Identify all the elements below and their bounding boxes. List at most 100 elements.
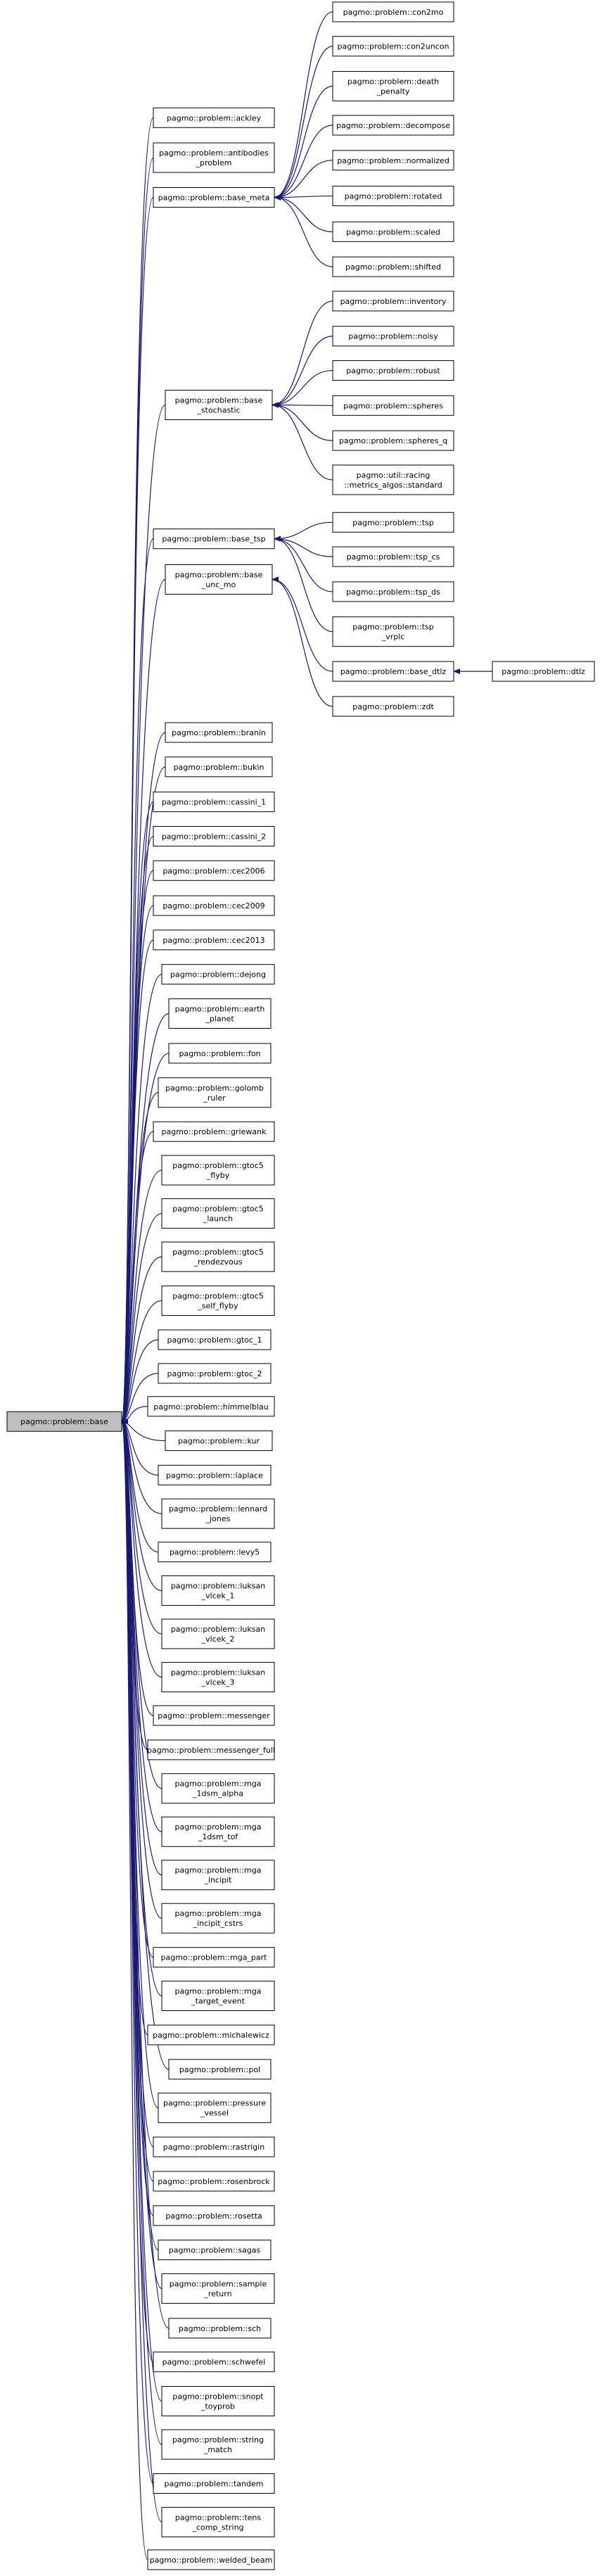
class-node-luksan_vlcek_1[interactable]: pagmo::problem::luksan_vlcek_1: [161, 1575, 275, 1606]
class-node-sch[interactable]: pagmo::problem::sch: [168, 2318, 272, 2339]
class-node-cec2013[interactable]: pagmo::problem::cec2013: [153, 929, 275, 951]
inheritance-edge-ackley-to-base: [121, 117, 154, 1424]
class-node-base_unc_mo[interactable]: pagmo::problem::base_unc_mo: [165, 564, 273, 595]
class-node-cec2006[interactable]: pagmo::problem::cec2006: [153, 860, 275, 881]
class-node-luksan_vlcek_3[interactable]: pagmo::problem::luksan_vlcek_3: [161, 1662, 275, 1693]
class-node-label: pagmo::problem::golomb: [165, 1084, 264, 1093]
class-node-laplace[interactable]: pagmo::problem::laplace: [158, 1464, 272, 1485]
class-node-welded_beam[interactable]: pagmo::problem::welded_beam: [147, 2549, 275, 2570]
class-node-tsp[interactable]: pagmo::problem::tsp: [332, 512, 454, 533]
class-node-himmelblau[interactable]: pagmo::problem::himmelblau: [147, 1396, 275, 1417]
class-node-label: pagmo::problem::earth: [175, 1004, 265, 1013]
class-node-pol[interactable]: pagmo::problem::pol: [168, 2059, 272, 2080]
class-node-label: pagmo::problem::inventory: [340, 297, 447, 306]
class-node-tsp_cs[interactable]: pagmo::problem::tsp_cs: [332, 546, 454, 567]
class-node-label: pagmo::problem::tens: [175, 2513, 262, 2522]
class-node-ackley[interactable]: pagmo::problem::ackley: [153, 107, 275, 128]
class-node-base[interactable]: pagmo::problem::base: [6, 1411, 122, 1432]
class-node-rastrigin[interactable]: pagmo::problem::rastrigin: [153, 2136, 275, 2157]
class-node-golomb_ruler[interactable]: pagmo::problem::golomb_ruler: [158, 1077, 272, 1108]
class-node-sample_return[interactable]: pagmo::problem::sample_return: [161, 2273, 275, 2304]
class-node-tandem[interactable]: pagmo::problem::tandem: [153, 2473, 275, 2494]
class-node-normalized[interactable]: pagmo::problem::normalized: [332, 150, 454, 171]
class-node-label: pagmo::problem::gtoc_2: [167, 1369, 262, 1378]
class-node-lennard_jones[interactable]: pagmo::problem::lennard_jones: [161, 1498, 275, 1529]
class-node-label: pagmo::problem::himmelblau: [153, 1402, 269, 1411]
class-node-griewank[interactable]: pagmo::problem::griewank: [153, 1121, 275, 1142]
class-node-death_penalty[interactable]: pagmo::problem::death_penalty: [332, 71, 454, 102]
inheritance-edge-lennard_jones-to-base: [121, 1419, 162, 1514]
class-node-tsp_ds[interactable]: pagmo::problem::tsp_ds: [332, 581, 454, 602]
class-node-gtoc5_rendezvous[interactable]: pagmo::problem::gtoc5_rendezvous: [161, 1241, 275, 1272]
class-node-gtoc5_self_flyby[interactable]: pagmo::problem::gtoc5_self_flyby: [161, 1286, 275, 1316]
class-node-inventory[interactable]: pagmo::problem::inventory: [332, 291, 454, 312]
class-node-robust[interactable]: pagmo::problem::robust: [332, 360, 454, 381]
class-node-racing[interactable]: pagmo::util::racing::metrics_algos::stan…: [332, 464, 454, 495]
class-node-rosetta[interactable]: pagmo::problem::rosetta: [153, 2205, 275, 2226]
class-node-levy5[interactable]: pagmo::problem::levy5: [158, 1542, 272, 1563]
class-node-box: [492, 661, 595, 682]
class-node-label: _self_flyby: [197, 1302, 238, 1311]
class-node-dejong[interactable]: pagmo::problem::dejong: [161, 964, 275, 985]
class-node-tsp_vrplc[interactable]: pagmo::problem::tsp_vrplc: [332, 616, 454, 647]
class-node-spheres_q[interactable]: pagmo::problem::spheres_q: [332, 430, 454, 451]
class-node-gtoc5_flyby[interactable]: pagmo::problem::gtoc5_flyby: [161, 1155, 275, 1186]
class-node-label: pagmo::problem::pressure: [163, 2099, 266, 2108]
class-node-base_dtlz[interactable]: pagmo::problem::base_dtlz: [332, 661, 454, 682]
inheritance-edge-gtoc5_rendezvous-to-base: [121, 1256, 162, 1425]
class-node-fon[interactable]: pagmo::problem::fon: [168, 1043, 272, 1064]
class-node-cec2009[interactable]: pagmo::problem::cec2009: [153, 895, 275, 916]
class-node-label: pagmo::problem::robust: [346, 367, 440, 376]
class-node-base_stochastic[interactable]: pagmo::problem::base_stochastic: [165, 390, 273, 421]
class-node-mga_incipit[interactable]: pagmo::problem::mga_incipit: [161, 1860, 275, 1891]
class-node-box: [153, 1705, 275, 1726]
class-node-luksan_vlcek_2[interactable]: pagmo::problem::luksan_vlcek_2: [161, 1618, 275, 1649]
class-node-label: _penalty: [376, 87, 410, 96]
class-node-snopt_toyprob[interactable]: pagmo::problem::snopt_toyprob: [161, 2386, 275, 2417]
class-node-rotated[interactable]: pagmo::problem::rotated: [332, 186, 454, 207]
class-node-mga_incipit_cstrs[interactable]: pagmo::problem::mga_incipit_cstrs: [161, 1903, 275, 1934]
class-node-pressure_vessel[interactable]: pagmo::problem::pressure_vessel: [158, 2093, 272, 2124]
class-node-dtlz[interactable]: pagmo::problem::dtlz: [492, 661, 595, 682]
class-node-mga_target_event[interactable]: pagmo::problem::mga_target_event: [161, 1981, 275, 2012]
class-node-kur[interactable]: pagmo::problem::kur: [165, 1430, 273, 1452]
class-node-antibodies[interactable]: pagmo::problem::antibodies_problem: [153, 142, 275, 173]
class-node-box: [153, 187, 275, 208]
class-node-earth_planet[interactable]: pagmo::problem::earth_planet: [168, 998, 272, 1029]
class-node-base_tsp[interactable]: pagmo::problem::base_tsp: [153, 528, 275, 550]
class-node-scaled[interactable]: pagmo::problem::scaled: [332, 221, 454, 242]
class-node-branin[interactable]: pagmo::problem::branin: [165, 722, 273, 743]
class-node-string_match[interactable]: pagmo::problem::string_match: [161, 2429, 275, 2460]
class-node-box: [332, 326, 454, 347]
class-node-shifted[interactable]: pagmo::problem::shifted: [332, 256, 454, 277]
class-node-sagas[interactable]: pagmo::problem::sagas: [158, 2240, 272, 2261]
class-node-gtoc5_launch[interactable]: pagmo::problem::gtoc5_launch: [161, 1198, 275, 1229]
class-node-label: pagmo::problem::spheres_q: [339, 436, 447, 445]
class-node-mga_1dsm_alpha[interactable]: pagmo::problem::mga_1dsm_alpha: [161, 1773, 275, 1804]
class-node-messenger_full[interactable]: pagmo::problem::messenger_full: [147, 1739, 275, 1760]
class-node-con2mo[interactable]: pagmo::problem::con2mo: [332, 1, 454, 23]
class-node-cassini_2[interactable]: pagmo::problem::cassini_2: [153, 825, 275, 846]
class-node-zdt[interactable]: pagmo::problem::zdt: [332, 696, 454, 717]
class-node-mga_part[interactable]: pagmo::problem::mga_part: [153, 1947, 275, 1968]
class-node-label: pagmo::problem::death: [347, 77, 439, 87]
class-node-noisy[interactable]: pagmo::problem::noisy: [332, 326, 454, 347]
class-node-gtoc_2[interactable]: pagmo::problem::gtoc_2: [158, 1363, 272, 1384]
class-node-gtoc_1[interactable]: pagmo::problem::gtoc_1: [158, 1329, 272, 1350]
class-node-label: pagmo::problem::mga: [175, 1822, 262, 1832]
class-node-spheres[interactable]: pagmo::problem::spheres: [332, 395, 454, 416]
class-node-decompose[interactable]: pagmo::problem::decompose: [332, 115, 454, 136]
class-node-base_meta[interactable]: pagmo::problem::base_meta: [153, 187, 275, 208]
class-node-messenger[interactable]: pagmo::problem::messenger: [153, 1705, 275, 1726]
class-node-schwefel[interactable]: pagmo::problem::schwefel: [153, 2352, 275, 2373]
class-node-rosenbrock[interactable]: pagmo::problem::rosenbrock: [153, 2171, 275, 2192]
class-node-tens_comp_string[interactable]: pagmo::problem::tens_comp_string: [161, 2506, 275, 2537]
class-node-bukin[interactable]: pagmo::problem::bukin: [165, 756, 273, 778]
class-node-mga_1dsm_tof[interactable]: pagmo::problem::mga_1dsm_tof: [161, 1816, 275, 1847]
class-node-con2uncon[interactable]: pagmo::problem::con2uncon: [332, 36, 454, 57]
class-node-box: [161, 1816, 275, 1847]
class-node-box: [332, 581, 454, 602]
class-node-box: [153, 528, 275, 550]
class-node-michalewicz[interactable]: pagmo::problem::michalewicz: [147, 2024, 275, 2045]
class-node-cassini_1[interactable]: pagmo::problem::cassini_1: [153, 792, 275, 813]
